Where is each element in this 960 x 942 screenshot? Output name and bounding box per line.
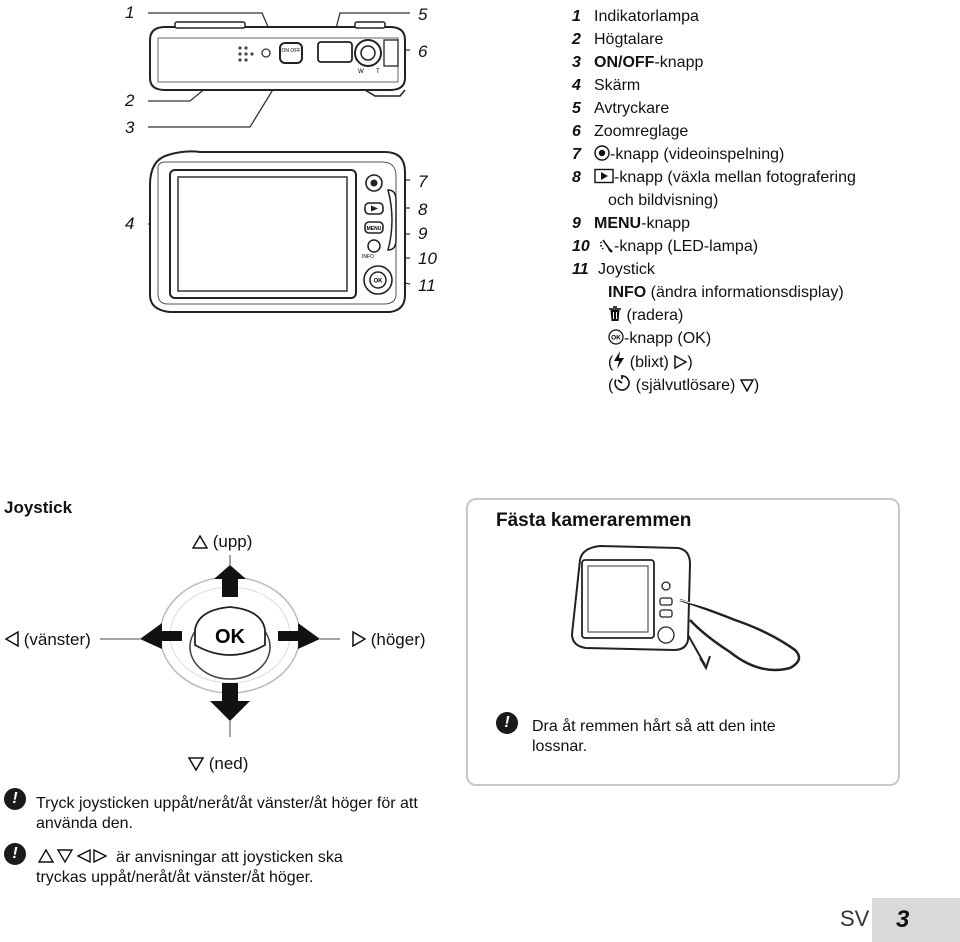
- menu-btn-label: MENU: [367, 226, 382, 232]
- callout-4: 4: [125, 214, 135, 233]
- up-arrow-icon: [192, 535, 208, 549]
- flash-icon: [614, 351, 625, 369]
- camera-top-view: ON OFF W T MENU INFO OK: [148, 12, 411, 313]
- callout-11: 11: [418, 276, 436, 295]
- callout-3: 3: [125, 118, 135, 137]
- note1: Tryck joysticken uppåt/neråt/åt vänster/…: [36, 795, 418, 832]
- svg-text:OK: OK: [611, 335, 621, 342]
- joystick-left-label: (vänster): [5, 630, 91, 650]
- zoom-t-label: T: [376, 69, 380, 75]
- footer-page-number: 3: [872, 898, 960, 942]
- zoom-w-label: W: [358, 69, 364, 75]
- legend-item-10: 10-knapp (LED-lampa): [572, 238, 759, 255]
- down-arrow-icon: [739, 379, 754, 392]
- callout-9: 9: [418, 224, 428, 243]
- note1-warning-icon: !: [4, 788, 26, 810]
- legend-item-8-cont: och bildvisning): [608, 192, 719, 209]
- self-timer-icon: [614, 375, 631, 391]
- ok-button-icon: OK: [608, 329, 624, 345]
- callout-2: 2: [125, 91, 135, 110]
- left-arrow-icon: [5, 631, 19, 647]
- playback-icon: [594, 168, 614, 184]
- legend-item-8: 8-knapp (växla mellan fotografering: [572, 168, 856, 186]
- callout-6: 6: [418, 42, 428, 61]
- strap-section-title: Fästa kameraremmen: [496, 510, 692, 531]
- trash-icon: [609, 306, 621, 321]
- ok-btn-label: OK: [374, 279, 384, 285]
- callout-1: 1: [125, 3, 135, 22]
- callout-5: 5: [418, 5, 428, 24]
- legend-item-7: 7-knapp (videoinspelning): [572, 145, 785, 163]
- on-off-label: ON OFF: [282, 48, 301, 54]
- footer-language: SV: [840, 906, 870, 931]
- direction-arrows-icon: [37, 848, 108, 864]
- strap-note: Dra åt remmen hårt så att den inte lossn…: [532, 718, 776, 755]
- joystick-flash-line: ( (blixt) ): [608, 351, 693, 374]
- joystick-delete-line: (radera): [608, 305, 683, 327]
- joystick-ok-label: OK: [215, 626, 246, 648]
- joystick-right-label: (höger): [352, 630, 426, 650]
- info-label: INFO: [362, 254, 374, 260]
- note2-warning-icon: !: [4, 843, 26, 865]
- callout-7: 7: [418, 172, 428, 191]
- joystick-info-line: INFO (ändra informationsdisplay): [608, 284, 844, 301]
- strap-camera-illustration: [570, 544, 801, 672]
- joystick-timer-line: ( (självutlösare) ): [608, 374, 759, 397]
- right-arrow-icon: [674, 355, 688, 369]
- strap-panel: [466, 498, 900, 786]
- joystick-up-label: (upp): [192, 532, 252, 552]
- joystick-section-title: Joystick: [4, 498, 73, 517]
- note2: är anvisningar att joysticken ska trycka…: [36, 848, 343, 886]
- strap-warning-icon: !: [496, 712, 518, 734]
- record-icon: [594, 145, 610, 161]
- joystick-diagram: OK: [100, 555, 340, 737]
- led-lamp-icon: [599, 239, 613, 253]
- callout-8: 8: [418, 200, 428, 219]
- callout-10: 10: [418, 249, 437, 268]
- joystick-ok-line: OK-knapp (OK): [608, 328, 711, 350]
- joystick-down-label: (ned): [188, 754, 248, 774]
- right-arrow-icon: [352, 631, 366, 647]
- down-arrow-icon: [188, 757, 204, 771]
